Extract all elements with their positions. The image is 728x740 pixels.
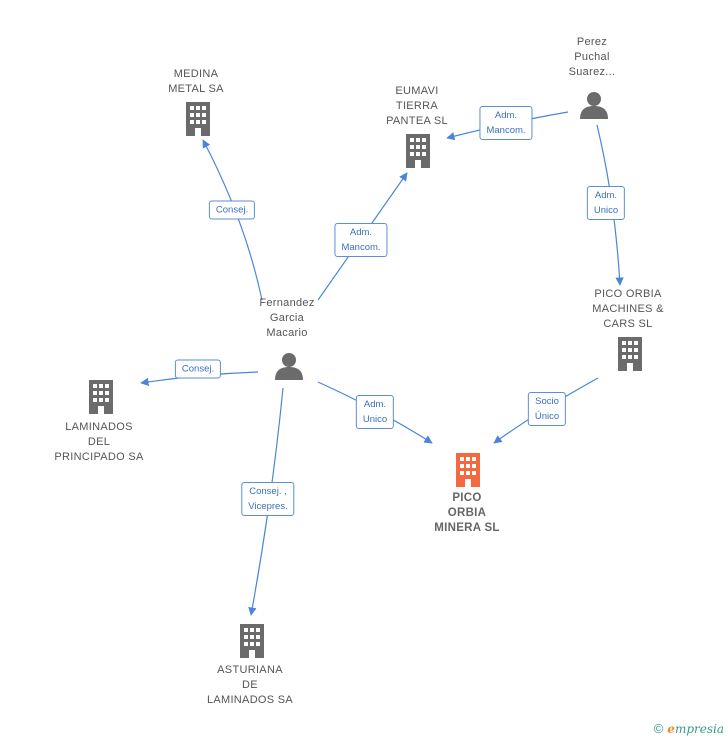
brand-footer: ©empresia [654, 721, 724, 736]
edge-label-fernandez-picominera[interactable]: Adm. Unico [355, 395, 395, 429]
node-label-picominera[interactable]: PICO ORBIA MINERA SL [434, 492, 500, 534]
eumavi-building-icon[interactable] [406, 134, 430, 168]
edge-label-perez-eumavi[interactable]: Adm. Mancom. [479, 106, 533, 140]
asturiana-building-icon[interactable] [240, 624, 264, 658]
node-label-perez[interactable]: Perez Puchal Suarez... [568, 36, 616, 78]
perez-person-icon[interactable] [580, 92, 608, 119]
node-label-fernandez[interactable]: Fernandez Garcia Macario [259, 297, 315, 339]
picominera-building-icon[interactable] [456, 453, 480, 487]
node-label-picomachines[interactable]: PICO ORBIA MACHINES & CARS SL [592, 288, 664, 330]
node-label-laminados[interactable]: LAMINADOS DEL PRINCIPADO SA [54, 421, 144, 463]
edge-label-picomachines-picominera[interactable]: Socio Único [527, 392, 567, 426]
edge-label-fernandez-asturiana[interactable]: Consej. , Vicepres. [241, 482, 295, 516]
brand-name: mpresia [674, 722, 724, 736]
picomachines-building-icon[interactable] [618, 337, 642, 371]
edge-label-fernandez-laminados[interactable]: Consej. [174, 359, 222, 379]
node-label-medina[interactable]: MEDINA METAL SA [168, 68, 224, 95]
node-label-asturiana[interactable]: ASTURIANA DE LAMINADOS SA [206, 664, 294, 706]
edge-label-fernandez-eumavi[interactable]: Adm. Mancom. [334, 223, 388, 257]
edge-label-perez-picomachines[interactable]: Adm. Unico [586, 186, 626, 220]
edge-fernandez-medina [202, 139, 263, 301]
laminados-building-icon[interactable] [89, 380, 113, 414]
node-label-eumavi[interactable]: EUMAVI TIERRA PANTEA SL [386, 85, 448, 127]
medina-building-icon[interactable] [186, 102, 210, 136]
edge-label-fernandez-medina[interactable]: Consej. [208, 200, 256, 220]
brand-initial: e [667, 722, 675, 736]
fernandez-person-icon[interactable] [275, 353, 303, 380]
copyright-icon: © [653, 721, 664, 736]
